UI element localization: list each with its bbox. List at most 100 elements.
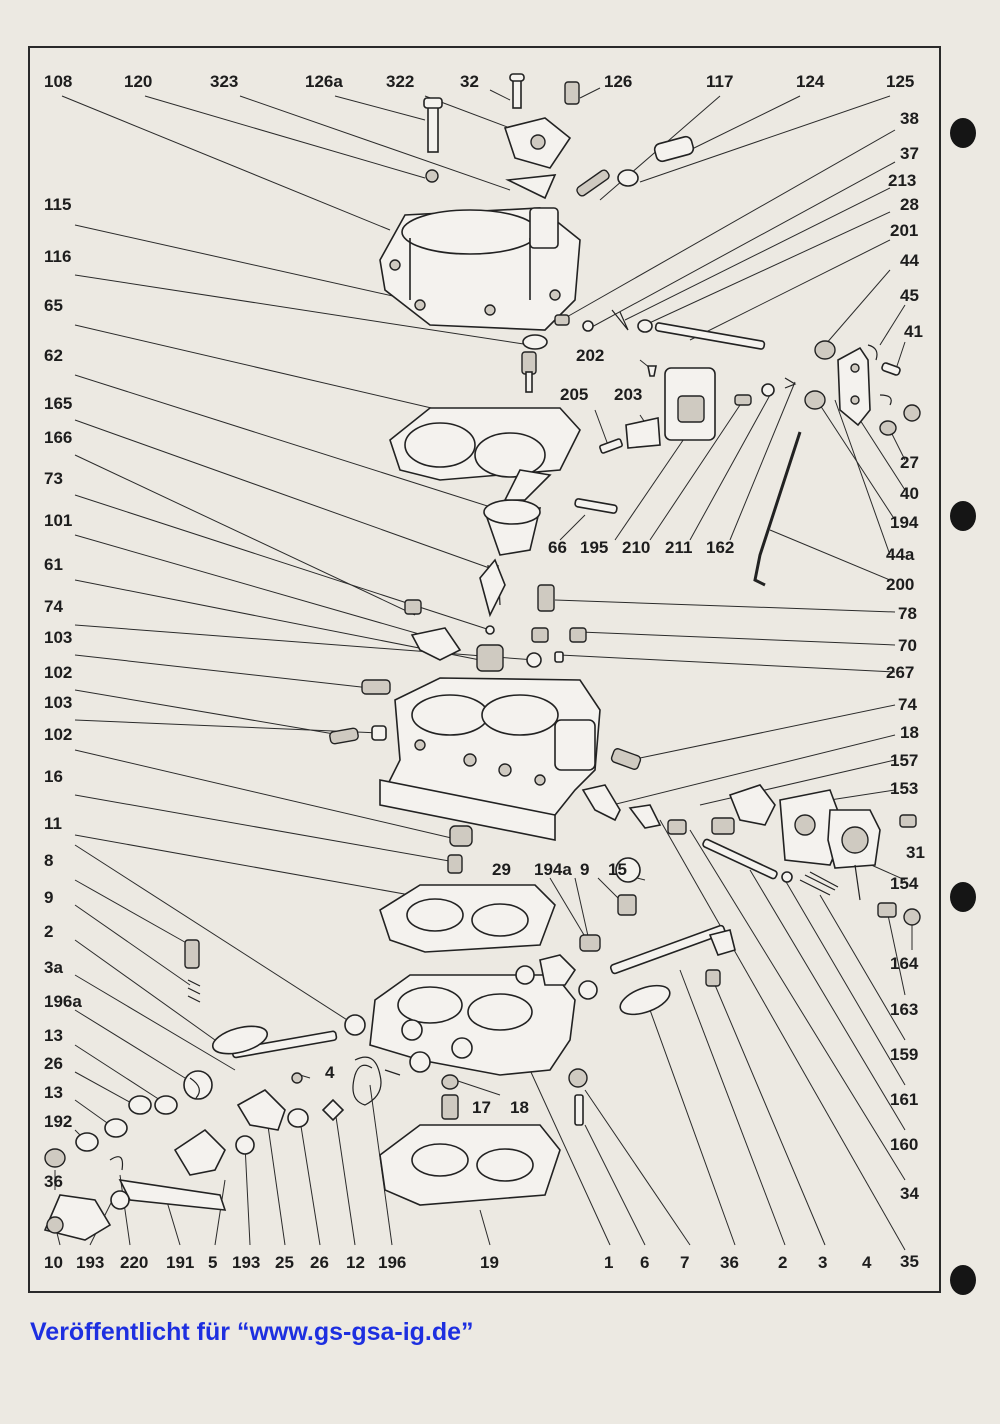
callout-label: 101 — [44, 511, 73, 530]
leader-lines — [54, 87, 913, 1251]
callout-label: 193 — [232, 1253, 261, 1272]
callout-label: 32 — [460, 72, 479, 91]
callout-label: 25 — [275, 1253, 294, 1272]
binder-hole — [950, 501, 976, 531]
callout-label: 12 — [346, 1253, 365, 1272]
callout-label: 1 — [604, 1253, 614, 1272]
callout-label: 196a — [44, 992, 82, 1011]
callout-label: 44a — [886, 545, 915, 564]
callout-label: 16 — [44, 767, 63, 786]
callout-label: 196 — [378, 1253, 407, 1272]
callout-label: 161 — [890, 1090, 919, 1109]
callout-label: 102 — [44, 725, 73, 744]
callout-label: 164 — [890, 954, 919, 973]
callout-label: 4 — [862, 1253, 872, 1272]
callout-label: 5 — [208, 1253, 218, 1272]
callout-label: 44 — [900, 251, 919, 270]
callout-label: 153 — [890, 779, 919, 798]
callout-label: 267 — [886, 663, 915, 682]
throttle-body — [344, 934, 601, 1076]
callout-label: 163 — [890, 1000, 919, 1019]
callout-label: 74 — [44, 597, 63, 616]
callout-label: 9 — [580, 860, 590, 879]
callout-label: 210 — [622, 538, 651, 557]
callout-label: 166 — [44, 428, 73, 447]
callout-label: 154 — [890, 874, 919, 893]
callout-label: 37 — [900, 144, 919, 163]
callout-label: 15 — [608, 860, 627, 879]
callout-label: 103 — [44, 628, 73, 647]
upper-gasket — [389, 407, 581, 481]
publisher-footer: Veröffentlicht für “www.gs-gsa-ig.de” — [30, 1318, 474, 1346]
callout-label: 202 — [576, 346, 605, 365]
callout-label: 19 — [480, 1253, 499, 1272]
callout-label: 40 — [900, 484, 919, 503]
callout-label: 165 — [44, 394, 73, 413]
callout-label: 157 — [890, 751, 919, 770]
callout-label: 194a — [534, 860, 572, 879]
callout-label: 2 — [44, 922, 54, 941]
callout-label: 213 — [888, 171, 917, 190]
callout-label: 195 — [580, 538, 609, 557]
callout-label: 73 — [44, 469, 63, 488]
callout-label: 124 — [796, 72, 825, 91]
callout-label: 17 — [472, 1098, 491, 1117]
callout-label: 13 — [44, 1026, 63, 1045]
callout-label: 126a — [305, 72, 343, 91]
middle-jets — [329, 584, 587, 745]
callout-label: 27 — [900, 453, 919, 472]
callout-label: 31 — [906, 843, 925, 862]
callout-label: 203 — [614, 385, 643, 404]
callout-label: 36 — [720, 1253, 739, 1272]
callout-label: 103 — [44, 693, 73, 712]
callout-label: 62 — [44, 346, 63, 365]
callout-label: 7 — [680, 1253, 690, 1272]
callout-label: 41 — [904, 322, 923, 341]
callout-label: 205 — [560, 385, 589, 404]
callout-label: 70 — [898, 636, 917, 655]
callout-label: 159 — [890, 1045, 919, 1064]
callout-label: 38 — [900, 109, 919, 128]
callout-label: 78 — [898, 604, 917, 623]
callout-label: 211 — [665, 538, 693, 557]
callout-label: 2 — [778, 1253, 788, 1272]
callout-label: 120 — [124, 72, 153, 91]
callout-label: 3 — [818, 1253, 828, 1272]
callout-label: 35 — [900, 1252, 919, 1271]
callout-label: 193 — [76, 1253, 105, 1272]
callout-label: 102 — [44, 663, 73, 682]
callout-label: 322 — [386, 72, 415, 91]
callout-label: 61 — [44, 555, 63, 574]
upper-small-parts — [521, 309, 921, 587]
float-part — [479, 469, 552, 618]
callout-label: 36 — [44, 1172, 63, 1191]
lower-gasket — [379, 825, 556, 953]
callout-label: 194 — [890, 513, 919, 532]
callout-label: 220 — [120, 1253, 149, 1272]
callout-label: 66 — [548, 538, 567, 557]
callout-label: 126 — [604, 72, 633, 91]
callout-label: 200 — [886, 575, 915, 594]
callout-label: 18 — [900, 723, 919, 742]
callout-label: 11 — [44, 814, 62, 833]
binder-hole — [950, 882, 976, 912]
callout-label: 116 — [44, 247, 72, 266]
base-flange — [379, 1124, 561, 1206]
carburetor-main-body — [379, 677, 642, 841]
callout-label: 28 — [900, 195, 919, 214]
callout-label: 13 — [44, 1083, 63, 1102]
callout-label: 26 — [310, 1253, 329, 1272]
callout-label: 65 — [44, 296, 63, 315]
callout-label: 201 — [890, 221, 919, 240]
binder-hole — [950, 1265, 976, 1295]
throttle-shaft-parts — [43, 924, 736, 1241]
callout-label: 115 — [44, 195, 72, 214]
callout-label: 125 — [886, 72, 915, 91]
callout-label: 34 — [900, 1184, 919, 1203]
drawing-frame — [28, 46, 941, 1293]
callout-label: 191 — [166, 1253, 195, 1272]
callout-label: 9 — [44, 888, 54, 907]
callout-label: 108 — [44, 72, 73, 91]
